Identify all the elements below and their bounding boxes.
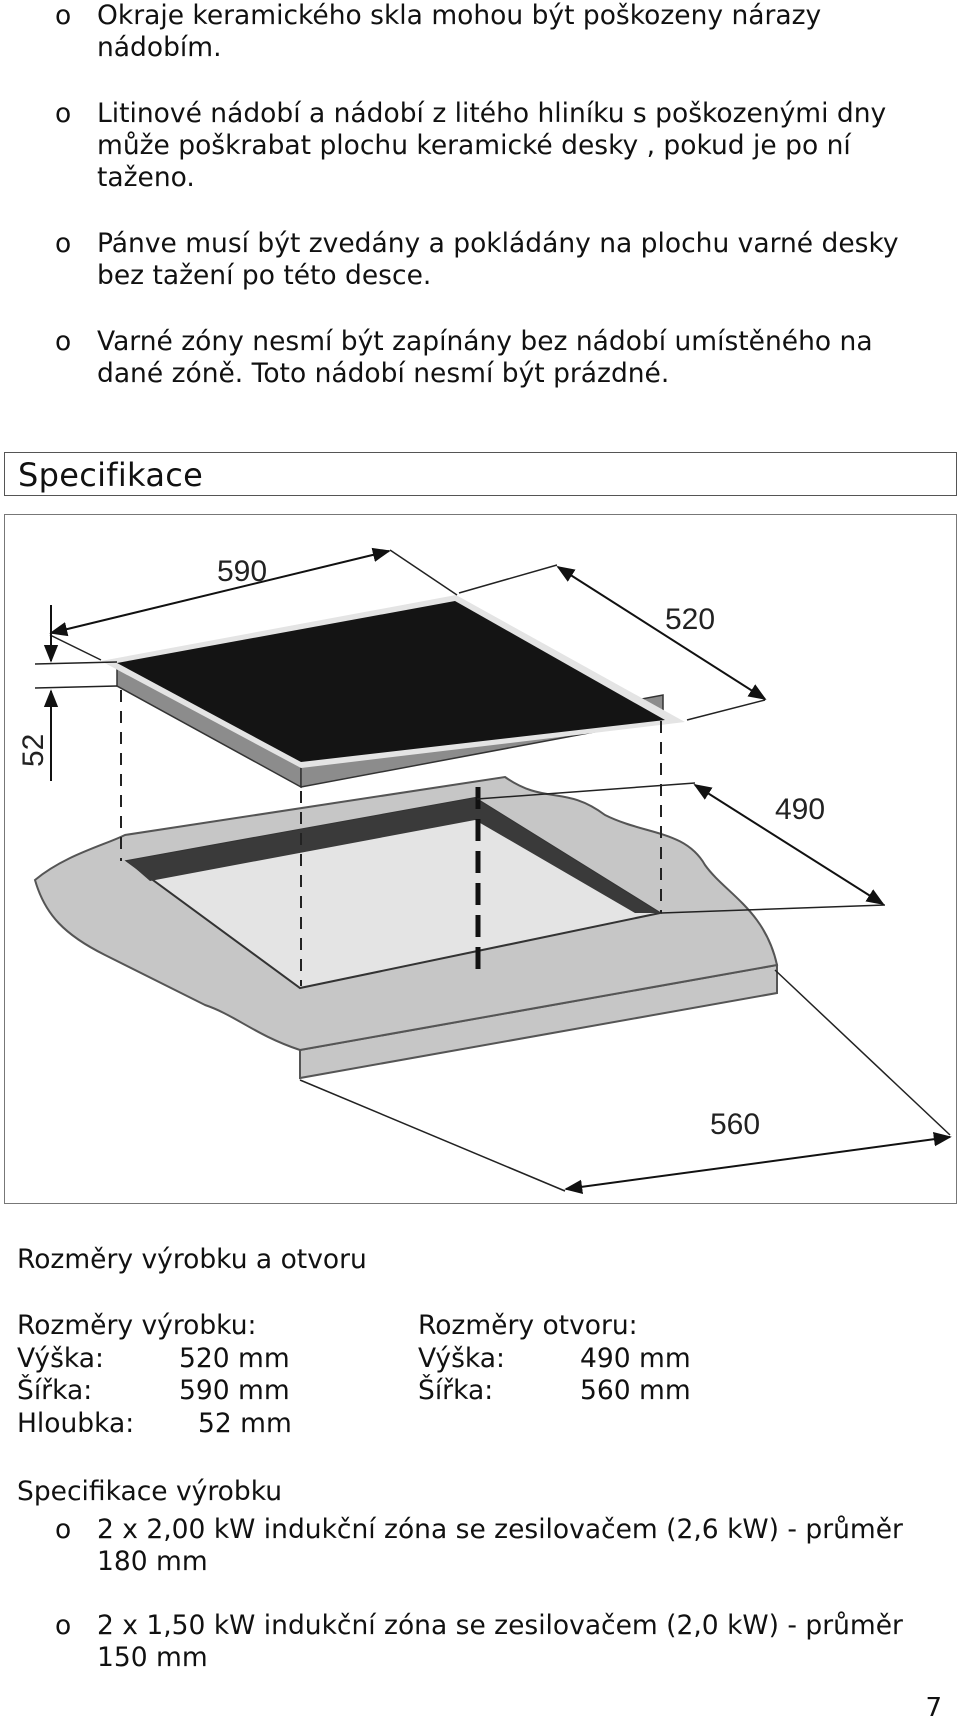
dim-value: 52 mm <box>198 1407 292 1439</box>
product-dims-heading: Rozměry výrobku: <box>17 1310 257 1341</box>
list-item: o Varné zóny nesmí být zapínány bez nádob… <box>55 326 935 390</box>
bullet-marker: o <box>55 228 72 259</box>
spec-text: 2 x 1,50 kW indukční zóna se zesilovačem… <box>97 1610 903 1673</box>
hob-glass-top <box>117 601 665 762</box>
dim-label: Šířka: <box>17 1375 93 1406</box>
spec-text: 2 x 2,00 kW indukční zóna se zesilovačem… <box>97 1514 903 1577</box>
table-row: Výška: 520 mm <box>17 1342 290 1376</box>
table-row: Výška: 490 mm <box>418 1342 691 1376</box>
dim-label-cutout-width: 560 <box>710 1108 760 1141</box>
list-item: o 2 x 1,50 kW indukční zóna se zesilovače… <box>55 1610 935 1674</box>
product-dimensions: Rozměry výrobku: Výška: 520 mm Šířka: 590 … <box>17 1310 292 1441</box>
bullet-marker: o <box>55 98 72 129</box>
dim-value: 560 mm <box>580 1375 691 1406</box>
dim-label-depth: 520 <box>665 603 715 636</box>
dim-label: Výška: <box>418 1342 505 1374</box>
page-number: 7 <box>925 1693 942 1723</box>
bullet-marker: o <box>55 0 72 31</box>
bullet-marker: o <box>55 1610 72 1641</box>
dim-label-height: 52 <box>17 734 50 767</box>
section-title: Specifikace <box>18 456 204 494</box>
dim-label: Hloubka: <box>17 1407 135 1439</box>
extension-lines <box>34 549 951 1192</box>
bullet-marker: o <box>55 1514 72 1545</box>
dim-label-cutout-depth: 490 <box>775 793 825 826</box>
dim-value: 590 mm <box>179 1375 290 1406</box>
dim-label: Šířka: <box>418 1375 494 1406</box>
dim-label-width: 590 <box>217 555 267 588</box>
hob-dimension-drawing: 590 520 52 490 560 <box>17 547 952 1194</box>
cutout-dimensions: Rozměry otvoru: Výška: 490 mm Šířka: 560 m… <box>418 1310 691 1408</box>
list-item: o Okraje keramického skla mohou být poško… <box>55 0 935 64</box>
table-row: Šířka: 590 mm <box>17 1375 290 1408</box>
dimensions-heading: Rozměry výrobku a otvoru <box>17 1244 367 1275</box>
note-text: Varné zóny nesmí být zapínány bez nádobí… <box>97 326 873 389</box>
dim-value: 520 mm <box>179 1342 290 1374</box>
dim-value: 490 mm <box>580 1342 691 1374</box>
section-header-box: Specifikace <box>4 452 957 496</box>
projection-lines <box>120 690 662 986</box>
note-text: Litinové nádobí a nádobí z litého hliník… <box>97 98 887 193</box>
product-specs-list: o 2 x 2,00 kW indukční zóna se zesilovače… <box>55 1514 935 1706</box>
table-row: Šířka: 560 mm <box>418 1375 691 1408</box>
list-item: o Litinové nádobí a nádobí z litého hliní… <box>55 98 935 194</box>
bullet-marker: o <box>55 326 72 357</box>
table-row: Hloubka: 52 mm <box>17 1407 292 1441</box>
cutout-inner-wall <box>475 798 660 913</box>
dimension-lines <box>43 547 952 1194</box>
note-text: Pánve musí být zvedány a pokládány na pl… <box>97 228 899 291</box>
safety-notes-list: o Okraje keramického skla mohou být poško… <box>55 0 935 390</box>
installation-diagram: 590 520 52 490 560 <box>4 514 957 1204</box>
cutout-dims-heading: Rozměry otvoru: <box>418 1310 638 1341</box>
list-item: o 2 x 2,00 kW indukční zóna se zesilovače… <box>55 1514 935 1578</box>
product-specs-heading: Specifikace výrobku <box>17 1476 283 1507</box>
list-item: o Pánve musí být zvedány a pokládány na p… <box>55 228 935 292</box>
dim-label: Výška: <box>17 1342 104 1374</box>
note-text: Okraje keramického skla mohou být poškoz… <box>97 0 822 63</box>
